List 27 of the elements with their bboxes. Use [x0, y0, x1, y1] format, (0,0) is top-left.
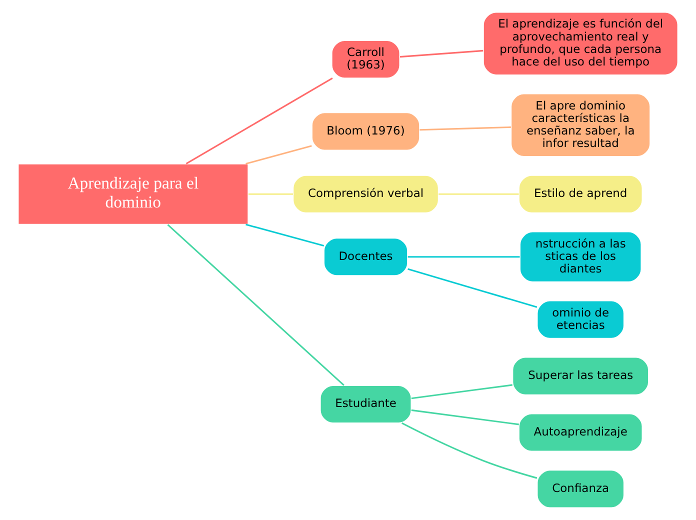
connector	[411, 384, 512, 400]
node-box: Aprendizaje para el dominio	[18, 163, 249, 225]
connector	[248, 193, 293, 195]
node-box: ominio de etencias	[536, 300, 624, 339]
connector	[167, 224, 344, 386]
connector	[400, 50, 484, 58]
node-box: Comprensión verbal	[292, 174, 439, 214]
connector	[186, 78, 333, 164]
node-box: Bloom (1976)	[311, 112, 420, 151]
connector	[408, 256, 520, 258]
node-box: Carroll (1963)	[331, 40, 400, 79]
node-box: nstrucción a las sticas de los diantes	[519, 231, 642, 282]
node-box: Estudiante	[320, 384, 412, 424]
node-box: El aprendizaje es función del aprovechamiento real y profundo, que cada persona hace del uso del tiempo	[482, 12, 678, 76]
node-box: El apre dominio características la enseñanz saber, la infor resultad	[510, 93, 651, 158]
connector	[246, 145, 312, 165]
node-box: Docentes	[323, 238, 408, 276]
connector	[401, 422, 538, 479]
node-box: Confianza	[536, 470, 624, 508]
connector	[411, 409, 519, 426]
connector	[420, 126, 511, 131]
connector	[246, 224, 324, 246]
node-box: Superar las tareas	[512, 356, 650, 396]
node-box: Autoaprendizaje	[518, 413, 643, 452]
node-box: Estilo de aprend	[518, 174, 643, 214]
connector	[438, 193, 519, 195]
connector	[408, 268, 538, 308]
